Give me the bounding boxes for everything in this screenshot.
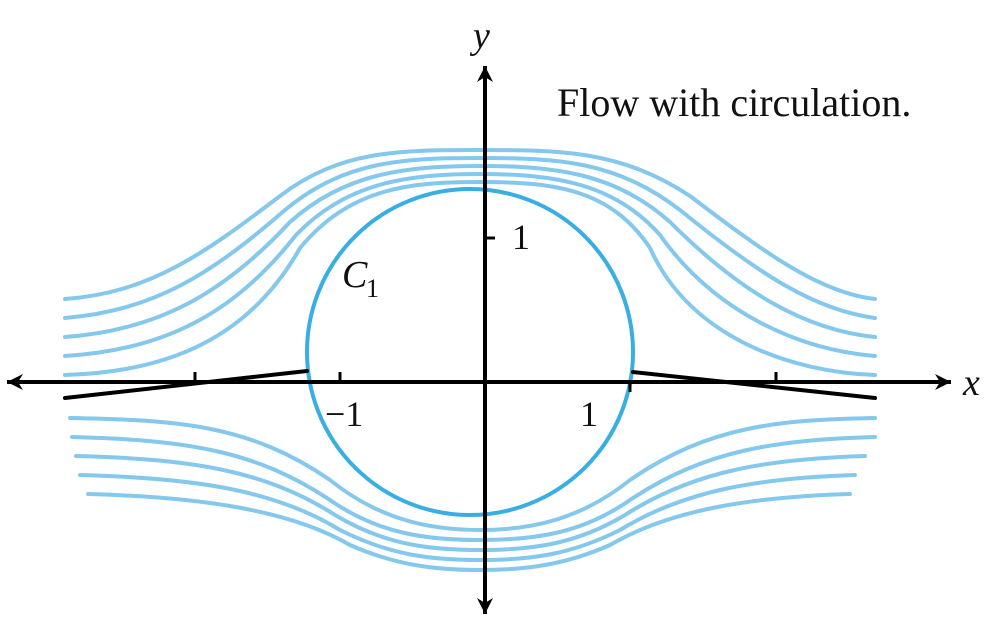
circle-label-base: C (342, 254, 368, 296)
streamline-upper-1 (63, 148, 877, 301)
wake-line-right (631, 370, 877, 400)
streamline-upper-3 (63, 164, 877, 339)
x-tick-label-minus-one: −1 (325, 394, 363, 434)
streamline-upper-5 (63, 180, 877, 377)
wake-lines (63, 369, 877, 400)
streamline-lower-2 (70, 435, 877, 542)
streamline-lower-4 (78, 473, 857, 562)
axis-ticks (193, 236, 778, 392)
streamline-lower-5 (86, 492, 852, 572)
streamline-upper-4 (63, 172, 877, 358)
wake-line-left (63, 369, 309, 400)
coordinate-axes (7, 66, 951, 614)
streamline-lower-3 (74, 454, 867, 552)
y-tick-label-one: 1 (512, 217, 530, 257)
circle-label-subscript: 1 (366, 274, 379, 303)
streamline-lower-1 (68, 416, 877, 532)
y-axis-label: y (469, 15, 490, 57)
x-tick-label-one: 1 (580, 394, 598, 434)
circle-label: C 1 (342, 254, 379, 303)
chart-title: Flow with circulation. (557, 80, 911, 125)
streamline-upper-2 (63, 156, 877, 320)
cylinder-circle (305, 187, 635, 517)
streamlines-group (63, 148, 877, 572)
x-axis-label: x (962, 362, 980, 404)
